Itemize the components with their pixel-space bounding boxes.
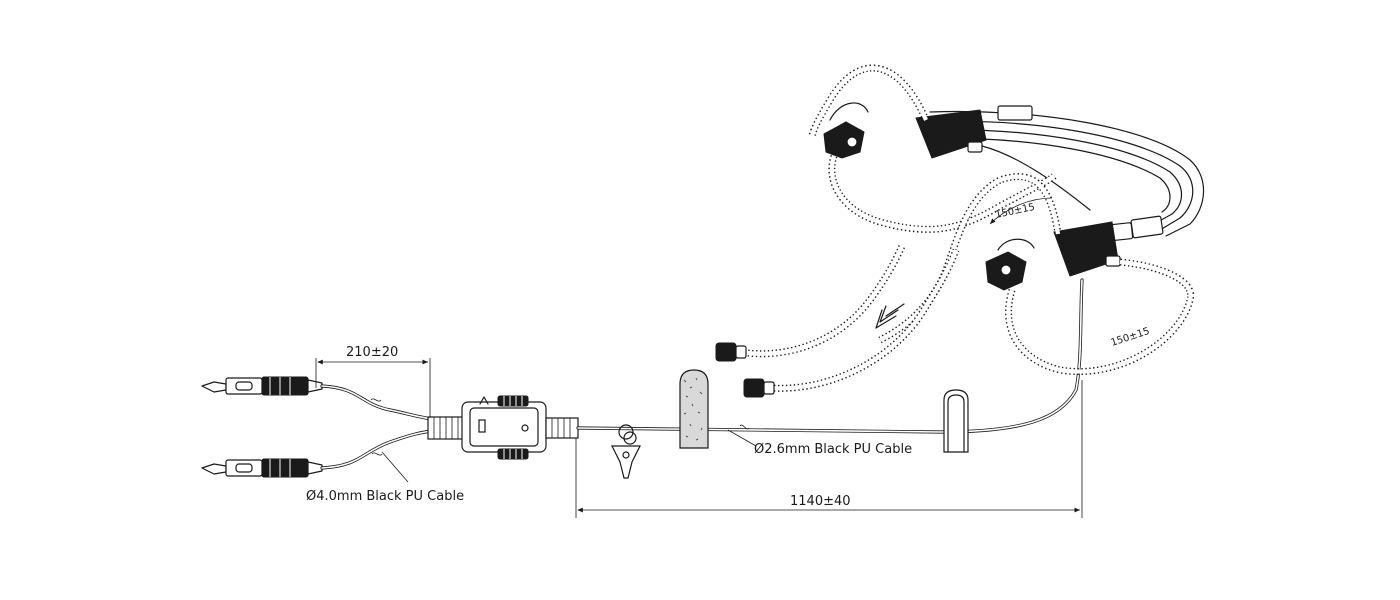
dim-split-cable-label: 210±20 [346, 345, 398, 360]
right-ear-speaker [985, 238, 1195, 375]
right-arm-dim-label: 150±15 [1110, 326, 1152, 349]
coiled-mic-cables [715, 244, 960, 398]
split-cables [320, 384, 442, 470]
dim-total-length-label: 1140±40 [790, 494, 851, 509]
headband [929, 105, 1205, 242]
foam-windscreen [679, 369, 709, 449]
right-earpiece-housing [1053, 221, 1121, 277]
clothing-clip [611, 424, 641, 479]
upper-audio-plug [201, 376, 323, 396]
lower-audio-plug [201, 458, 323, 478]
right-mic-boom [878, 173, 1062, 344]
left-earpiece-housing [915, 109, 1091, 211]
thick-cable-label: Ø4.0mm Black PU Cable [306, 489, 464, 504]
dim-total-length [575, 380, 1083, 518]
dim-split-cable-length [315, 358, 431, 418]
ptt-control-box [427, 395, 579, 460]
thin-cable-label: Ø2.6mm Black PU Cable [754, 442, 912, 457]
main-cable [576, 278, 1084, 434]
cable-end-cap [943, 389, 969, 453]
left-mic-boom [808, 64, 930, 137]
left-ear-speaker [823, 102, 1057, 233]
